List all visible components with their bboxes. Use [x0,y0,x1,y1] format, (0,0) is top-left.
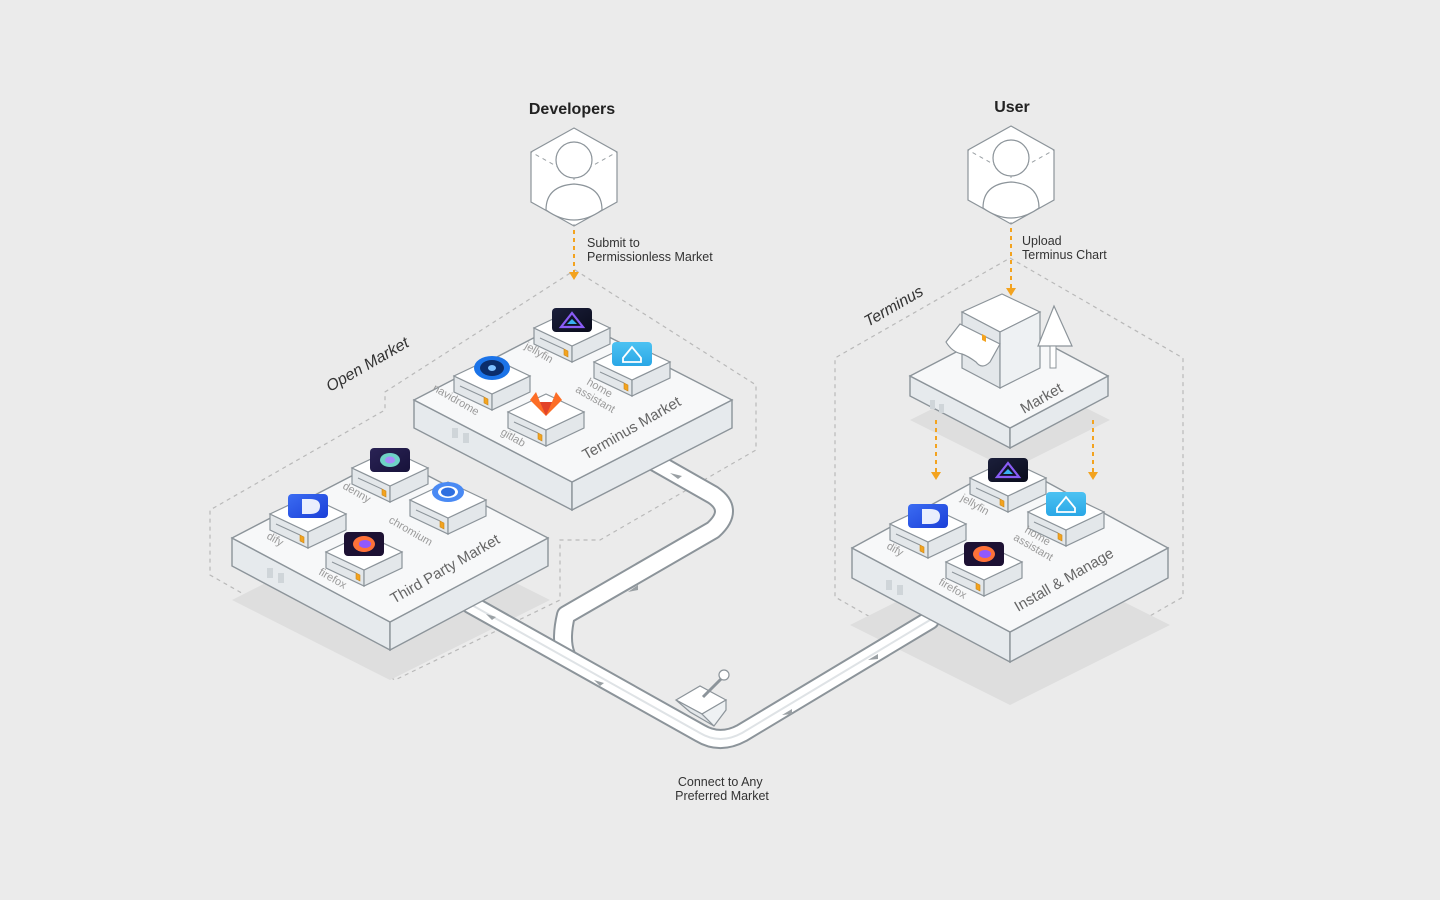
tree-icon [1037,304,1073,369]
app-box-dify[interactable] [889,504,967,559]
app-box-home-assistant[interactable] [1027,492,1105,547]
install-flow-arrow-right [1088,420,1098,480]
install-flow-arrow-left [931,420,941,480]
submit-note: Submit to Permissionless Market [587,236,713,264]
open-market-zone-label: Open Market [324,334,413,395]
user-avatar-icon [967,125,1055,225]
app-box-jellyfin[interactable] [533,308,611,363]
app-box-gitlab[interactable] [507,392,585,447]
app-box-home-assistant[interactable] [593,342,671,397]
app-box-firefox[interactable] [325,532,403,587]
developers-title: Developers [529,101,615,118]
user-title: User [994,99,1030,116]
home-assistant-icon [612,342,652,366]
app-box-navidrome[interactable] [453,356,531,411]
app-box-firefox[interactable] [945,542,1023,597]
upload-note: Upload Terminus Chart [1022,234,1107,262]
connector-pipes [460,452,940,749]
switch-lever-icon [674,669,730,727]
app-box-dify[interactable] [269,494,347,549]
app-box-jellyfin[interactable] [969,458,1047,513]
app-box-chromium[interactable] [409,481,487,535]
connect-note: Connect to Any Preferred Market [675,775,769,803]
upload-flow-arrow [1006,228,1016,296]
submit-flow-arrow [569,230,579,280]
terminus-zone-label: Terminus [862,283,927,330]
install-manage-platform [850,461,1170,664]
store-icon [945,293,1042,389]
app-box-denny[interactable] [351,448,429,503]
open-market-zone-outline [209,269,757,681]
home-assistant-icon [1046,492,1086,516]
developers-avatar-icon [530,127,618,227]
